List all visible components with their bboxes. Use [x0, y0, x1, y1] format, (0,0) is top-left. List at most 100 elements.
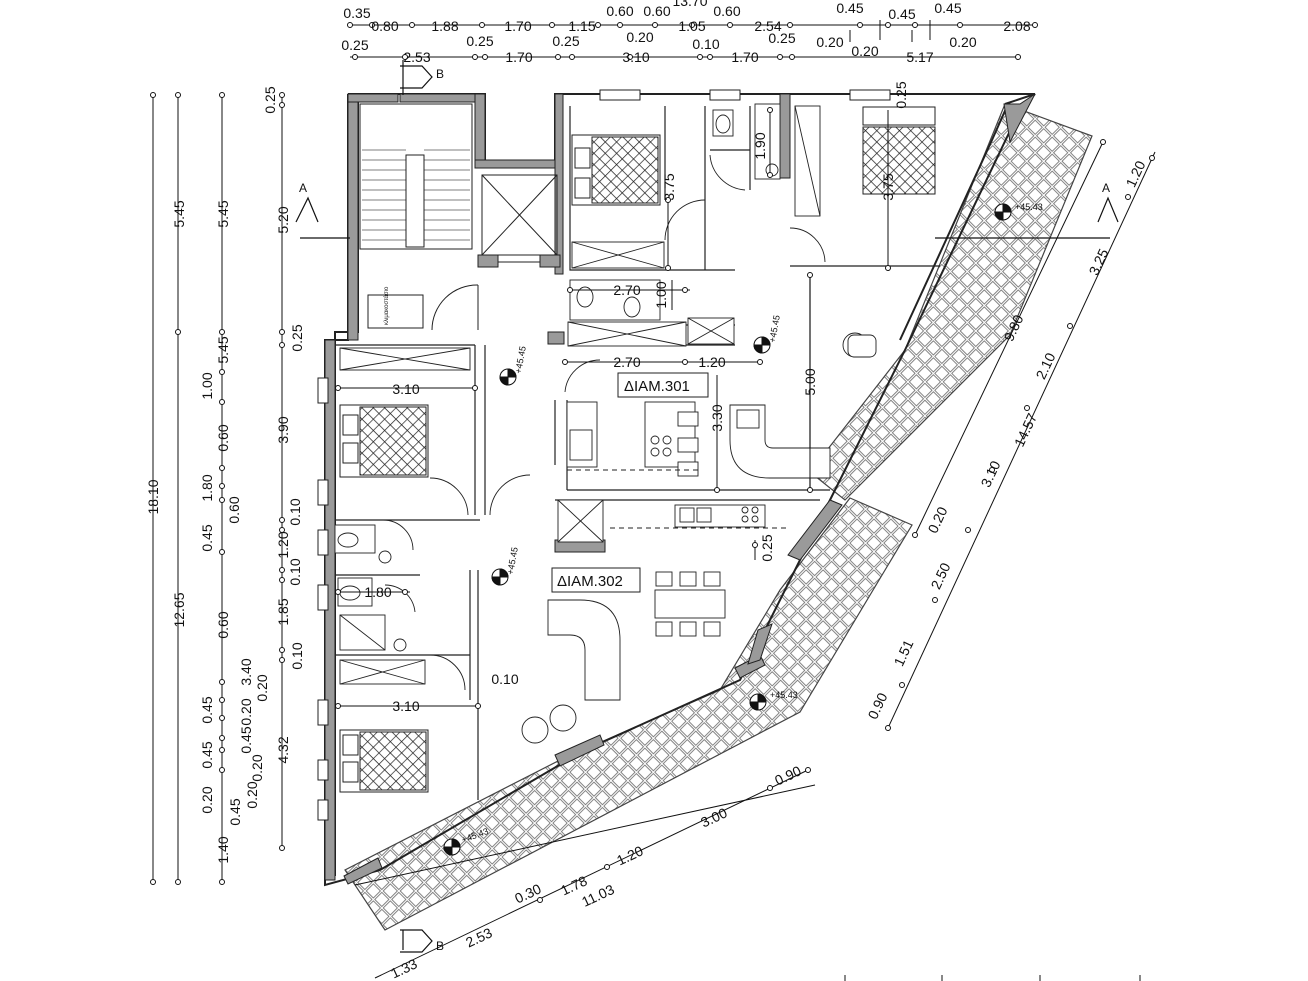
left-dim-inner: 1.20 [275, 531, 291, 558]
left-dim-mid: 0.45 [199, 741, 215, 768]
top-dim-2: 3.10 [622, 49, 649, 65]
top-dim-2: 0.25 [768, 30, 795, 46]
windows [317, 89, 891, 821]
dim-tick [279, 845, 285, 851]
dim-tick [617, 22, 623, 28]
dim-tick [279, 329, 285, 335]
dim-tick [402, 54, 408, 60]
interior-dim: 1.80 [364, 584, 391, 600]
left-dim-inner: 0.10 [287, 498, 303, 525]
top-dim-2: 2.53 [403, 49, 430, 65]
top-dim-1b: 0.20 [626, 29, 653, 45]
interior-dim: 1.90 [752, 132, 768, 159]
interior-dim: 3.10 [392, 381, 419, 397]
top-dim-2: 5.17 [906, 49, 933, 65]
dim-tick [219, 747, 225, 753]
elev-3: +45.45 [505, 546, 520, 575]
top-dim-1: 1.70 [504, 18, 531, 34]
dim-tick [219, 735, 225, 741]
left-dim-mid: 0.20 [238, 698, 254, 725]
dim-tick [595, 22, 601, 28]
left-dim-mid: 0.20 [244, 781, 260, 808]
interior-dim: 2.70 [613, 354, 640, 370]
left-dim-mid: 0.60 [226, 496, 242, 523]
top-dim-2: 0.25 [341, 37, 368, 53]
wall-fills [324, 93, 1036, 885]
right-dim: 3.10 [977, 458, 1003, 490]
left-dim-inner: 1.85 [275, 598, 291, 625]
dim-tick [689, 22, 695, 28]
dining-table [654, 571, 726, 637]
dim-tick [682, 287, 688, 293]
top-dim-2: 1.70 [505, 49, 532, 65]
dim-tick [475, 703, 481, 709]
section-a-right: A [1102, 181, 1110, 195]
unit-302-box [551, 567, 641, 593]
bedroom-1-bed [571, 134, 661, 206]
top-dim-1: 0.60 [606, 3, 633, 19]
dim-tick [1100, 139, 1106, 145]
dim-tick [479, 22, 485, 28]
dim-tick [279, 647, 285, 653]
dim-tick [219, 465, 225, 471]
right-dim: 2.50 [927, 560, 953, 592]
top-dim-1: 0.45 [836, 0, 863, 16]
dim-tick [219, 715, 225, 721]
left-dim-mid: 1.40 [215, 836, 231, 863]
bath-fixtures [334, 103, 781, 652]
top-dim-2: 0.10 [692, 36, 719, 52]
unit-301-box [617, 372, 709, 398]
left-dim-inner: 5.20 [275, 206, 291, 233]
elev-2: +45.45 [767, 314, 782, 343]
top-dim-1: 1.88 [431, 18, 458, 34]
dim-tick [627, 54, 633, 60]
right-dim: 0.90 [864, 690, 890, 722]
dim-tick [912, 22, 918, 28]
top-dim-2: 0.25 [466, 33, 493, 49]
left-dim-inner: 3.90 [275, 416, 291, 443]
left-dim-outer: 12.65 [171, 592, 187, 627]
top-dim-1: 0.35 [343, 5, 370, 21]
dim-tick [279, 527, 285, 533]
left-dim-mid: 0.60 [215, 611, 231, 638]
unit-302-label: ΔΙΑΜ.302 [557, 573, 623, 590]
dim-tick [1067, 323, 1073, 329]
left-dim-inner: 0.10 [289, 642, 305, 669]
stair-core [359, 103, 561, 331]
dim-tick [767, 107, 773, 113]
dim-line [887, 151, 1156, 729]
dim-tick [279, 517, 285, 523]
dimension-lines [150, 20, 1156, 981]
dim-tick [805, 767, 811, 773]
interior-dim: 3.30 [709, 404, 725, 431]
unit-301-label: ΔΙΑΜ.301 [624, 378, 690, 395]
section-markers [295, 60, 1119, 953]
elev-1: +45.45 [513, 345, 528, 374]
dim-tick [219, 399, 225, 405]
dim-tick [175, 879, 181, 885]
dim-tick [932, 597, 938, 603]
dim-tick [219, 329, 225, 335]
dim-tick [219, 369, 225, 375]
left-dim-mid: 3.40 [238, 658, 254, 685]
dim-tick [369, 22, 375, 28]
elev-4: +45.43 [1015, 202, 1043, 212]
top-dim-1b: 0.20 [851, 43, 878, 59]
top-dim-1b: 0.20 [949, 34, 976, 50]
bottom-dim: 3.00 [698, 804, 730, 830]
dim-tick [885, 265, 891, 271]
dim-tick [279, 567, 285, 573]
dim-tick [885, 22, 891, 28]
interior-dim: 1.00 [653, 281, 669, 308]
top-dim-1: 0.45 [934, 0, 961, 16]
left-dim-outer: 18.10 [145, 479, 161, 514]
top-dim-1: 0.60 [713, 3, 740, 19]
dim-tick [219, 92, 225, 98]
left-dim-inner: 0.10 [287, 558, 303, 585]
dim-tick [857, 22, 863, 28]
dim-tick [402, 589, 408, 595]
section-b-bottom: B [436, 939, 444, 953]
right-dim: 2.10 [1032, 350, 1058, 382]
sofa-301 [729, 332, 877, 479]
